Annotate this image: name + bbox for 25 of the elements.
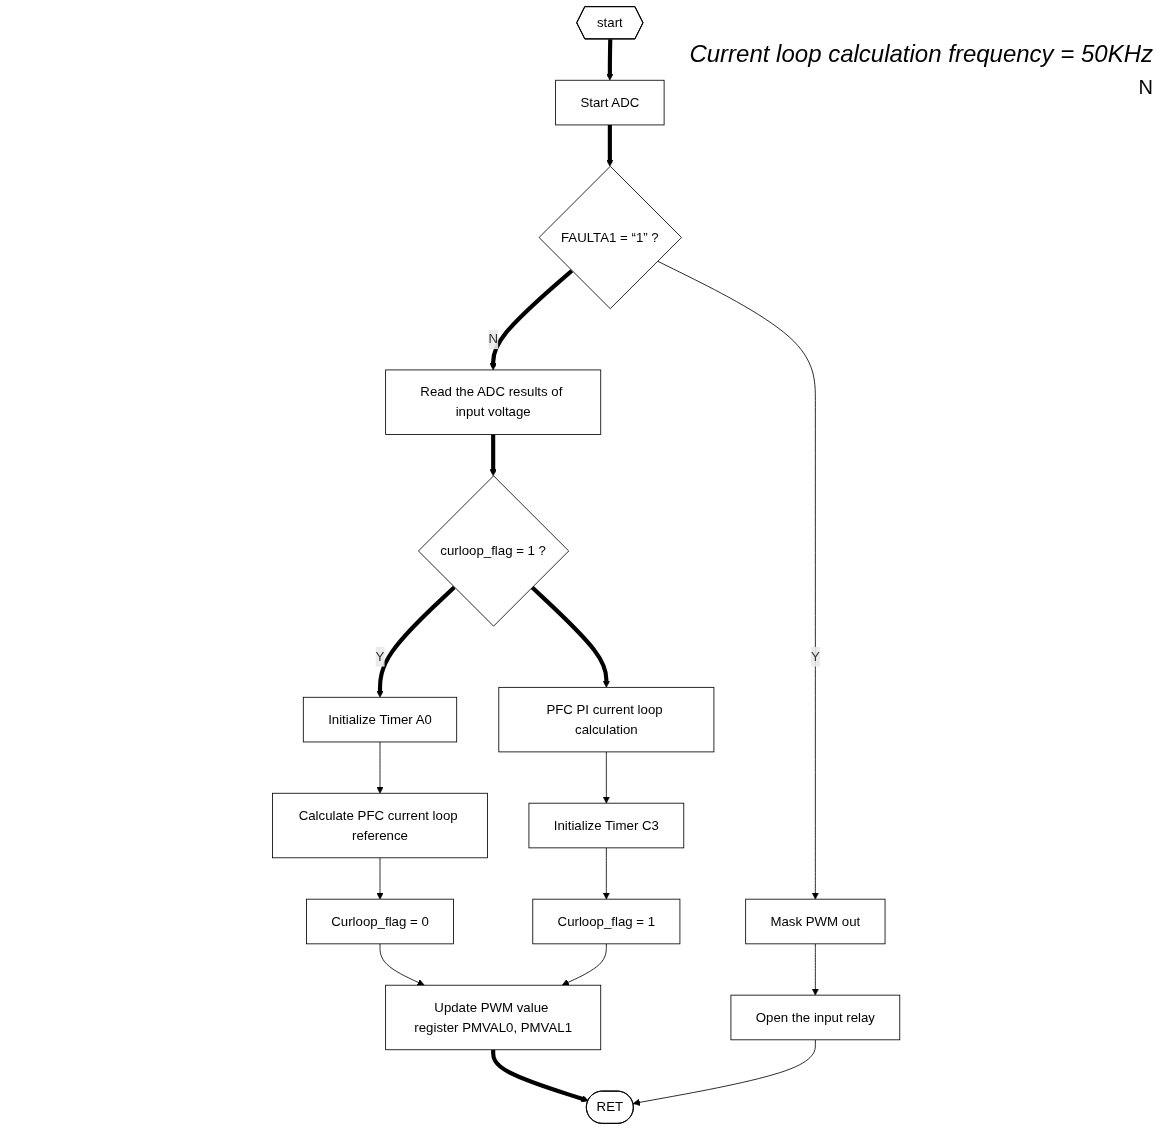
arrow bbox=[606, 124, 614, 167]
node-box: Update PWM value register PMVAL0, PMVAL1 bbox=[385, 984, 602, 1051]
node-box: Calculate PFC current loop reference bbox=[272, 792, 489, 859]
node-box: Curloop_flag = 1 bbox=[532, 898, 681, 945]
node-diamond: curloop_flag = 1 ? bbox=[418, 475, 570, 627]
node-box: Mask PWM out bbox=[745, 898, 886, 945]
branch-label: N bbox=[1137, 76, 1153, 99]
arrow bbox=[606, 39, 614, 81]
node-box: Read the ADC results of input voltage bbox=[385, 369, 602, 435]
node-box: Initialize Timer A0 bbox=[303, 696, 458, 743]
node-box: Open the input relay bbox=[730, 994, 901, 1041]
arrow bbox=[489, 434, 498, 477]
node-box: Initialize Timer C3 bbox=[528, 802, 685, 849]
edge-label: N bbox=[488, 331, 499, 346]
arrow bbox=[491, 1049, 590, 1103]
node-box: Curloop_flag = 0 bbox=[306, 898, 455, 945]
node-diamond: FAULTA1 = “1” ? bbox=[539, 165, 683, 310]
edge-label: Y bbox=[811, 649, 821, 664]
node-box: PFC PI current loop calculation bbox=[498, 686, 715, 753]
edge-label: Y bbox=[375, 649, 385, 664]
arrow bbox=[489, 269, 574, 371]
node-box: Start ADC bbox=[555, 79, 665, 126]
arrow bbox=[376, 585, 457, 698]
arrow bbox=[531, 585, 611, 688]
note-text: Current loop calculation frequency = 50KHz bbox=[689, 40, 1153, 68]
